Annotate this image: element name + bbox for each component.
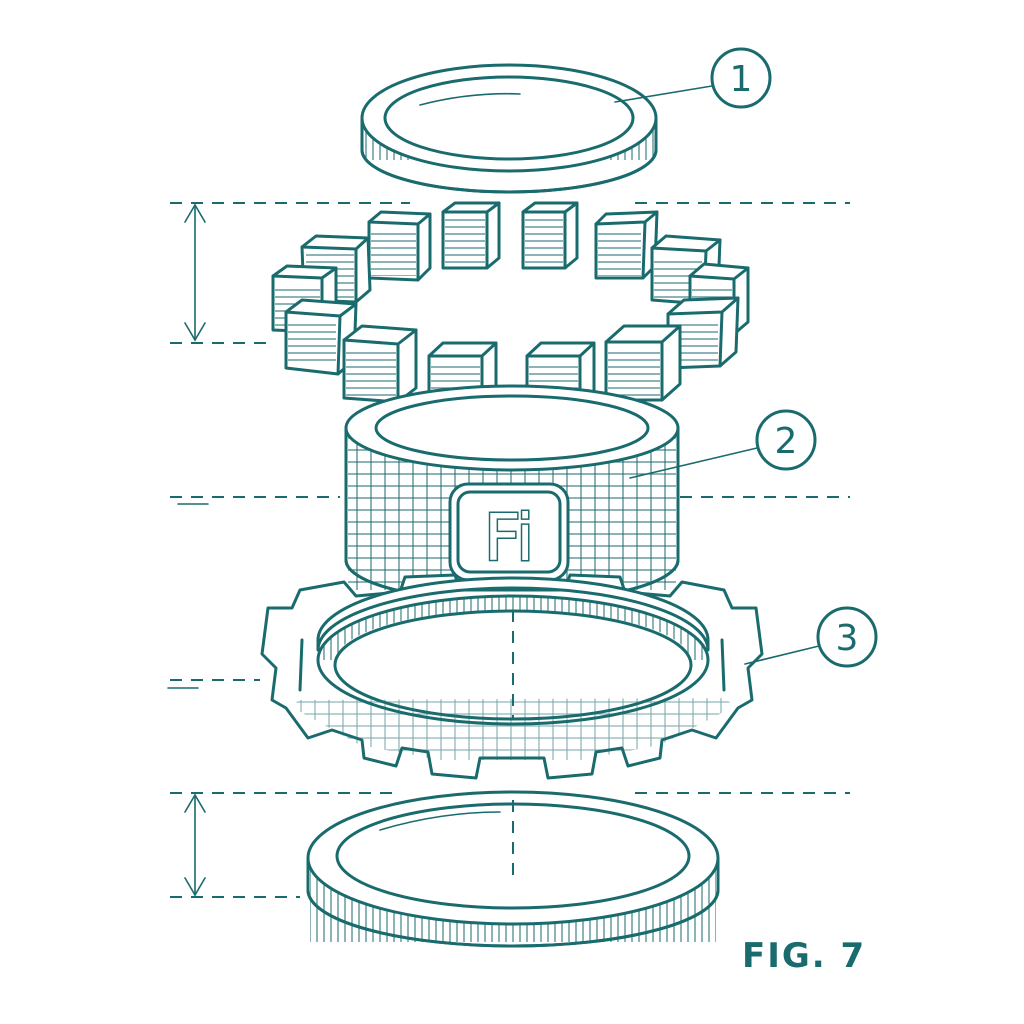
callout-2: 2 bbox=[629, 409, 817, 479]
callout-3: 3 bbox=[744, 606, 878, 668]
svg-text:3: 3 bbox=[836, 618, 859, 659]
gear-ring bbox=[260, 573, 764, 780]
ring-cube bbox=[594, 210, 659, 280]
ring-cube bbox=[521, 201, 579, 270]
ring-cube bbox=[367, 210, 432, 282]
central-cylinder bbox=[344, 384, 680, 604]
dimension-arrow-lower bbox=[184, 793, 206, 897]
top-disc bbox=[360, 63, 658, 194]
dimension-arrow-upper bbox=[184, 203, 206, 342]
callout-1: 1 bbox=[614, 47, 772, 109]
figure-label: FIG. 7 bbox=[742, 936, 866, 976]
bottom-disc bbox=[306, 790, 720, 948]
svg-text:1: 1 bbox=[730, 59, 753, 100]
svg-text:2: 2 bbox=[775, 421, 798, 462]
fi-logo-text: Fi bbox=[484, 502, 534, 576]
ring-cube bbox=[604, 324, 682, 402]
ring-cube bbox=[342, 324, 418, 404]
ring-cube bbox=[441, 201, 501, 270]
cube-ring bbox=[271, 201, 750, 414]
